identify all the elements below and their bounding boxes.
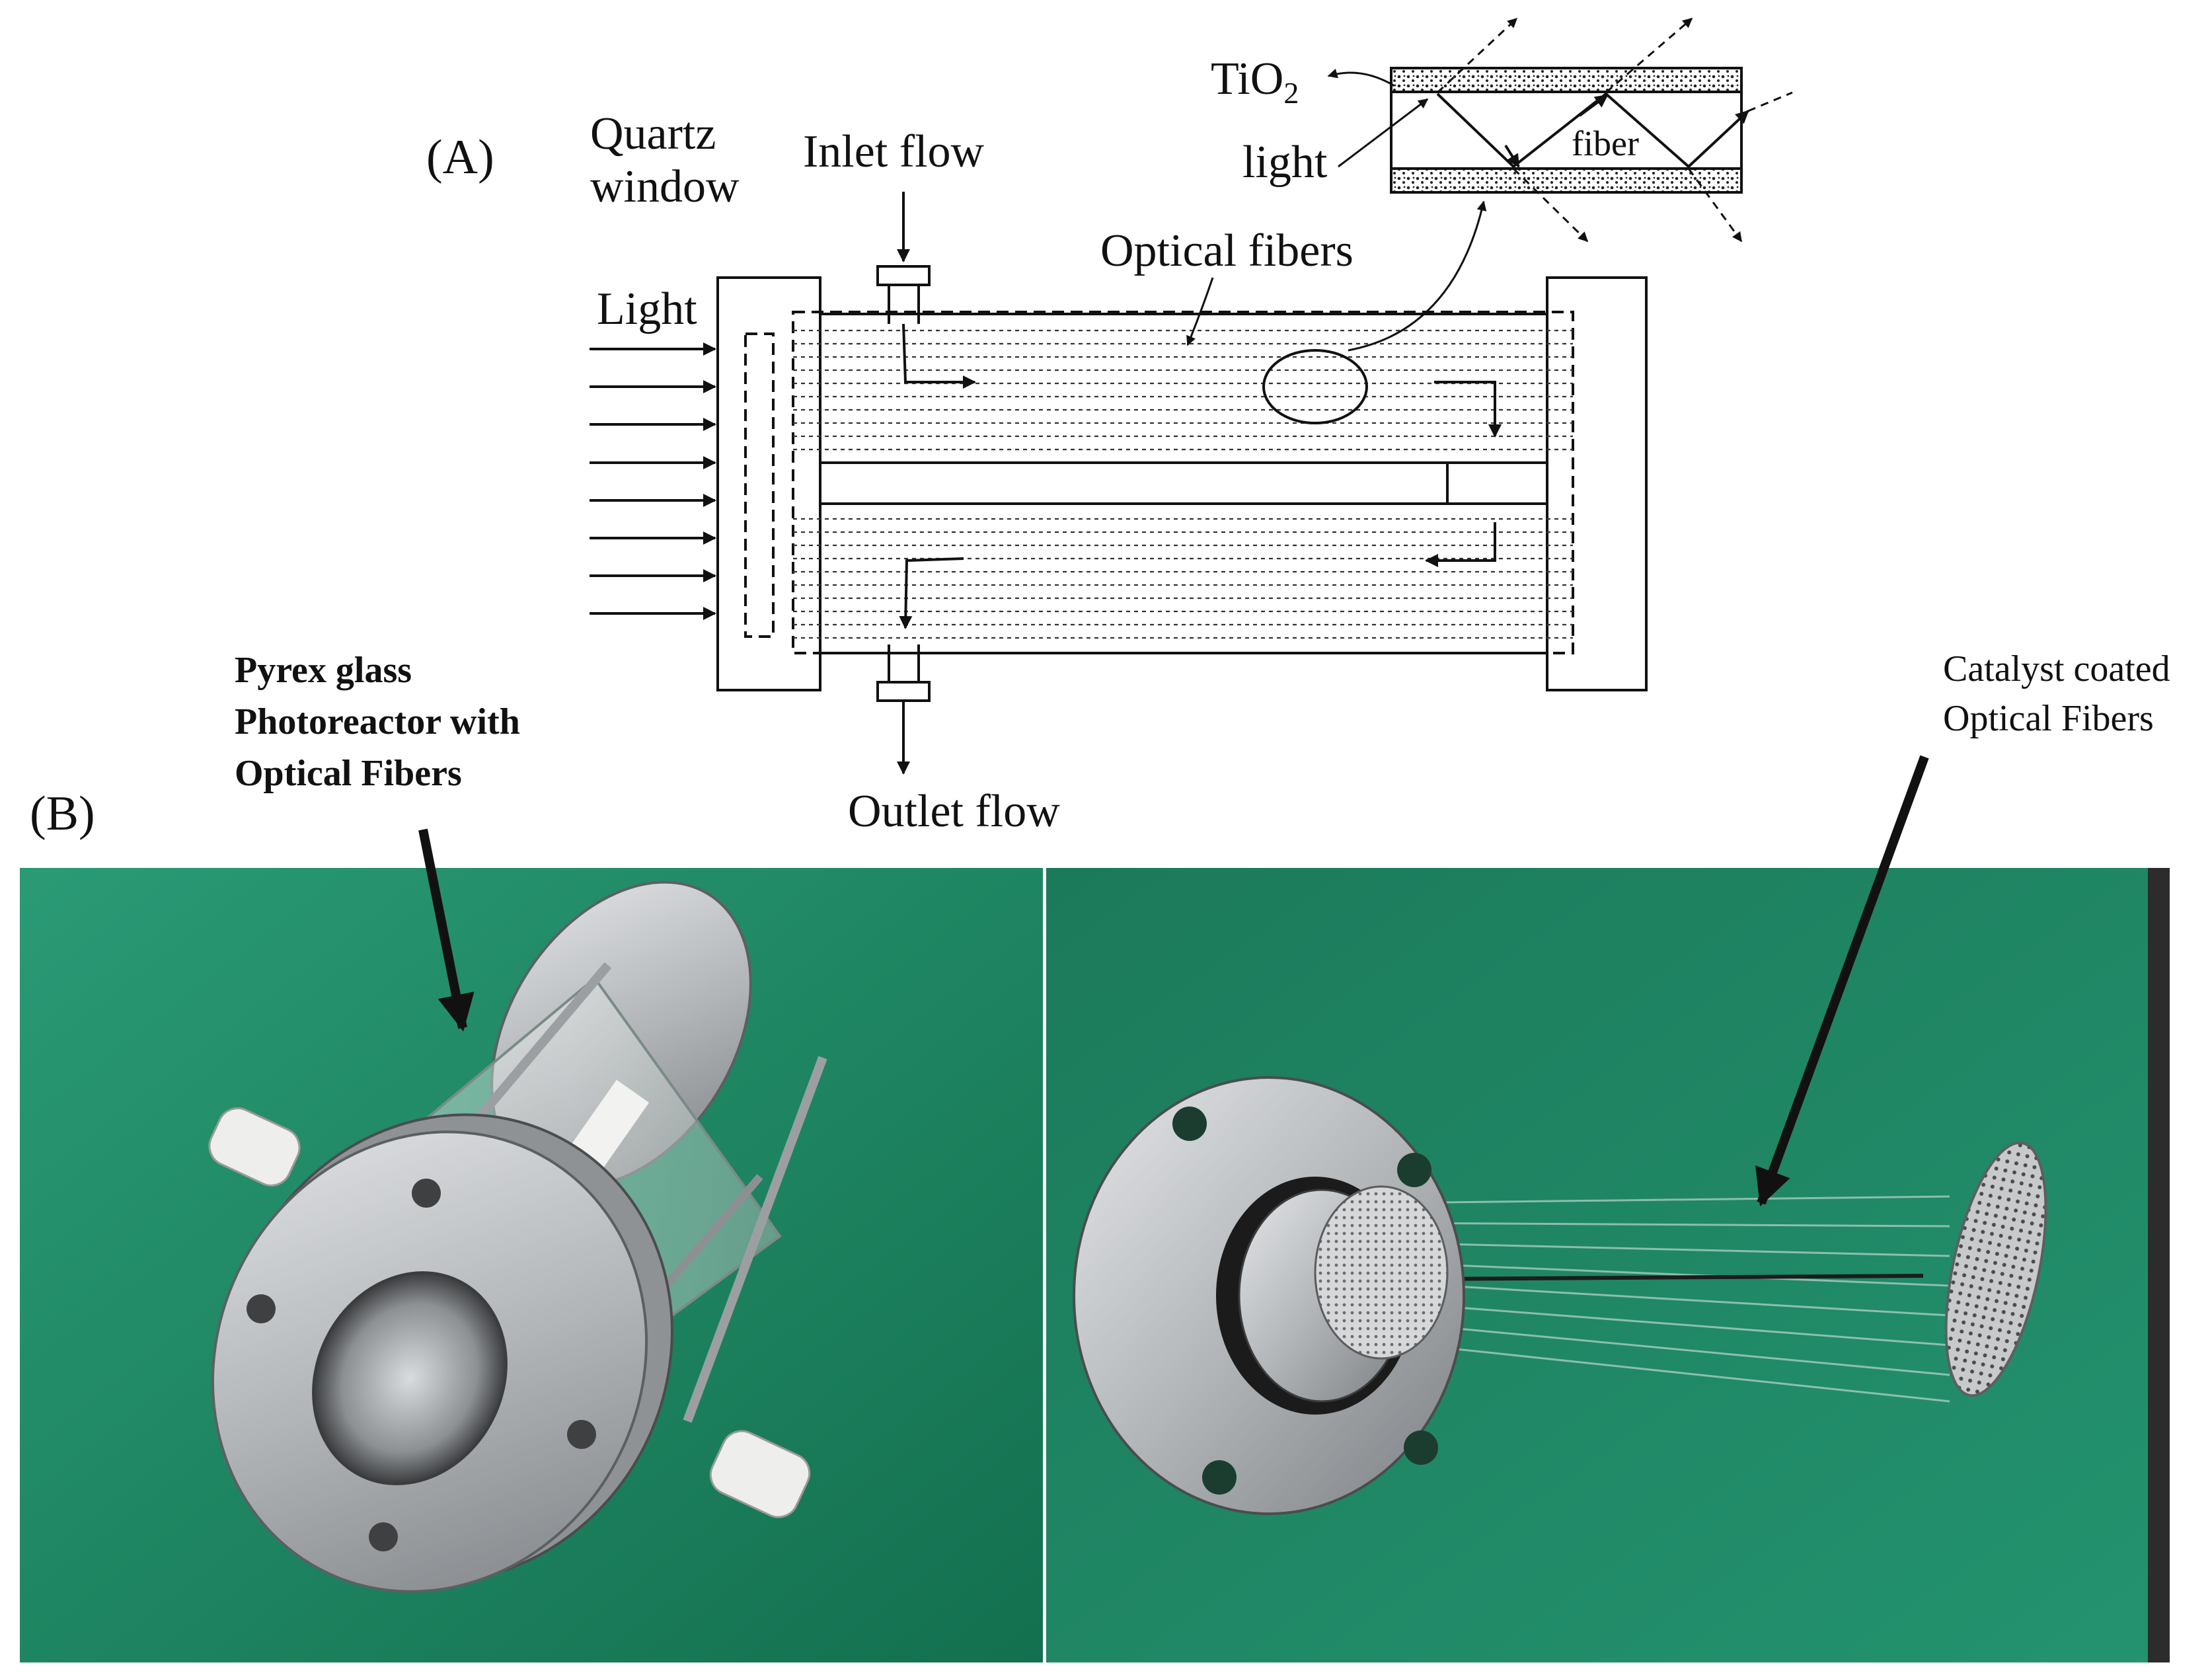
catalyst-label-line1: Catalyst coated bbox=[1943, 648, 2170, 689]
tio2-label: TiO2 bbox=[1211, 54, 1299, 110]
inlet-flow-label: Inlet flow bbox=[803, 126, 985, 177]
fiber-strands bbox=[1387, 1195, 1950, 1403]
bolt-hole bbox=[247, 1294, 276, 1323]
incoming-light-arrows bbox=[590, 342, 716, 620]
quartz-label-line2: window bbox=[590, 161, 740, 212]
photoreactor-label-line1: Pyrex glass bbox=[235, 650, 412, 691]
inset-light-pointer bbox=[1338, 98, 1429, 168]
quartz-label-line1: Quartz bbox=[590, 108, 716, 159]
catalyst-pointer-arrow bbox=[1755, 755, 1929, 1207]
tie-rod bbox=[683, 1056, 827, 1423]
zoom-connector bbox=[1348, 200, 1487, 352]
bolt-hole bbox=[567, 1420, 596, 1449]
fiber-bundle-end bbox=[1314, 1185, 1449, 1360]
bolt-hole bbox=[412, 1179, 441, 1208]
inlet-port bbox=[876, 192, 931, 324]
inset-fiber-label: fiber bbox=[1572, 124, 1639, 163]
photo-photoreactor bbox=[20, 828, 1043, 1662]
tio2-coating-top bbox=[1390, 67, 1743, 93]
panel-a-schematic: (A) bbox=[426, 17, 1793, 837]
panel-b-photos: (B) Pyrex glass Photoreactor with Optica… bbox=[20, 648, 2170, 1662]
fiber-bundle-boundary bbox=[792, 311, 1574, 654]
perforated-end-plate bbox=[1944, 1141, 2047, 1397]
lower-fiber-bank bbox=[793, 518, 1573, 639]
optical-fibers-label: Optical fibers bbox=[1100, 225, 1354, 276]
catalyst-label-line2: Optical Fibers bbox=[1943, 698, 2154, 739]
ptfe-fitting-top bbox=[208, 1107, 301, 1187]
flow-arrow-outlet bbox=[899, 557, 964, 629]
flow-arrow-return bbox=[1425, 522, 1496, 567]
ptfe-fitting-bottom bbox=[709, 1430, 811, 1518]
bolt-hole bbox=[1172, 1107, 1207, 1141]
support-rod bbox=[1420, 1274, 1924, 1281]
light-label: Light bbox=[597, 284, 697, 334]
left-end-cap bbox=[716, 276, 821, 691]
tio2-coating-bottom bbox=[1390, 167, 1743, 194]
photoreactor-pointer-arrow bbox=[418, 828, 475, 1032]
photoreactor-label-line2: Photoreactor with bbox=[235, 701, 520, 742]
outlet-port bbox=[876, 644, 931, 775]
flow-arrow-inlet bbox=[902, 323, 976, 389]
panel-a-label: (A) bbox=[426, 130, 494, 184]
zoom-ellipse bbox=[1262, 349, 1368, 424]
inset-light-label: light bbox=[1242, 137, 1328, 188]
bolt-hole bbox=[1202, 1460, 1237, 1495]
bolt-hole bbox=[1397, 1153, 1431, 1187]
panel-b-label: (B) bbox=[30, 787, 95, 841]
outlet-flow-label: Outlet flow bbox=[848, 786, 1060, 837]
photoreactor-label-line3: Optical Fibers bbox=[235, 753, 462, 794]
right-end-cap bbox=[1546, 276, 1648, 691]
tio2-label-subscript: 2 bbox=[1283, 76, 1299, 110]
upper-fiber-bank bbox=[793, 329, 1573, 451]
photo-fiber-bundle bbox=[1046, 755, 2170, 1662]
front-bore bbox=[312, 1271, 508, 1485]
bolt-hole bbox=[369, 1522, 398, 1551]
tio2-label-main: TiO bbox=[1211, 54, 1283, 104]
optical-fibers-pointer bbox=[1186, 277, 1214, 346]
bolt-hole bbox=[1404, 1430, 1438, 1465]
flow-arrow-turn-down bbox=[1434, 381, 1502, 438]
quartz-window bbox=[744, 332, 775, 638]
tio2-pointer bbox=[1327, 68, 1395, 87]
fiber-inset bbox=[1390, 17, 1793, 243]
